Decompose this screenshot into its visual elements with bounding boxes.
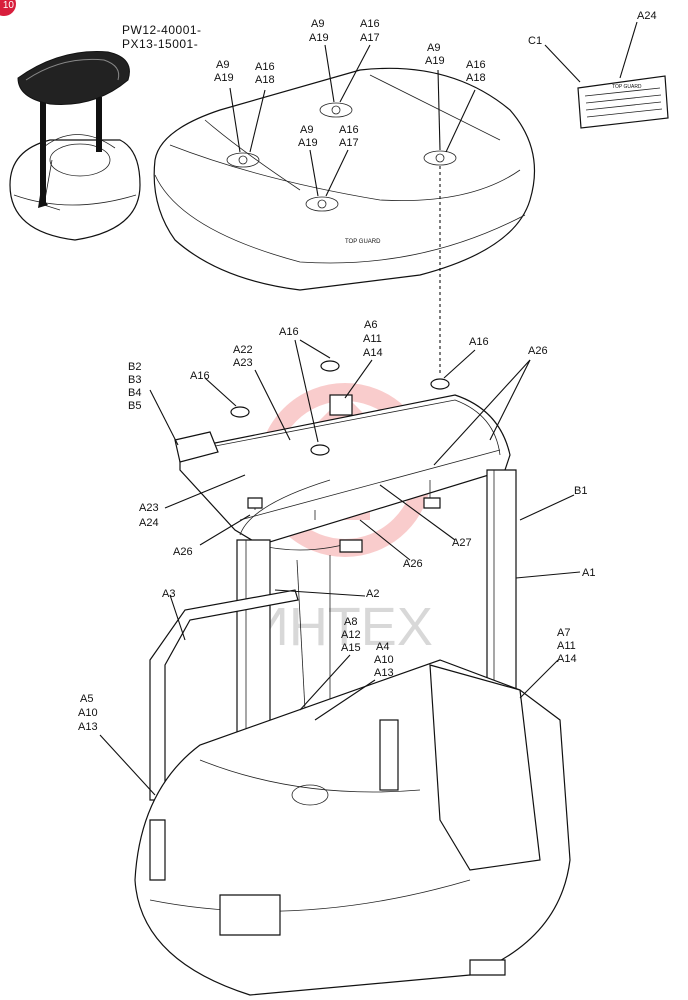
svg-text:A12: A12: [341, 629, 361, 641]
svg-text:A14: A14: [363, 347, 383, 359]
callout-a5-a10-a13: A5 A10 A13: [78, 693, 98, 733]
serial-range-2: PX13-15001-: [122, 37, 198, 51]
svg-text:A19: A19: [298, 137, 318, 149]
svg-text:A9: A9: [311, 18, 324, 30]
callout-a22-a23: A22 A23: [233, 344, 253, 369]
svg-text:A3: A3: [162, 588, 175, 600]
svg-text:A26: A26: [528, 345, 548, 357]
svg-text:A13: A13: [374, 667, 394, 679]
leader-lines: [99, 21, 638, 796]
top-guard-decal: TOP GUARD: [577, 75, 669, 129]
callout-a16-a17-mid: A16 A17: [339, 124, 359, 149]
callout-a2: A2: [366, 588, 379, 600]
callout-a9-a19-left: A9 A19: [214, 59, 234, 84]
svg-text:A11: A11: [363, 333, 382, 345]
svg-text:A16: A16: [255, 61, 275, 73]
callout-a26-left: A26: [173, 546, 193, 558]
svg-text:A8: A8: [344, 616, 357, 628]
svg-text:A11: A11: [557, 640, 576, 652]
svg-text:A17: A17: [339, 137, 359, 149]
svg-text:A9: A9: [300, 124, 313, 136]
svg-text:A13: A13: [78, 721, 98, 733]
callout-c1: C1: [528, 35, 542, 47]
serial-range-1: PW12-40001-: [122, 23, 202, 37]
svg-text:A19: A19: [425, 55, 445, 67]
svg-text:A18: A18: [466, 72, 486, 84]
washer-3: [310, 444, 330, 456]
svg-text:TOP GUARD: TOP GUARD: [345, 239, 381, 245]
svg-text:A16: A16: [469, 336, 489, 348]
svg-text:A10: A10: [78, 707, 98, 719]
callout-a9-a19-mid: A9 A19: [298, 124, 318, 149]
svg-text:A24: A24: [637, 10, 657, 22]
svg-text:A24: A24: [139, 517, 159, 529]
svg-text:A1: A1: [582, 567, 595, 579]
callout-a23-a24: A23 A24: [139, 502, 159, 529]
washer-1: [230, 406, 250, 418]
svg-text:A16: A16: [190, 370, 210, 382]
svg-text:B1: B1: [574, 485, 587, 497]
svg-text:B5: B5: [128, 400, 141, 412]
svg-text:C1: C1: [528, 35, 542, 47]
svg-text:A19: A19: [214, 72, 234, 84]
rear-guard-frame: [174, 394, 511, 553]
svg-text:A6: A6: [364, 319, 377, 331]
washer-4: [430, 378, 450, 390]
svg-text:A15: A15: [341, 642, 361, 654]
svg-text:A17: A17: [360, 32, 380, 44]
callout-a7-a11-a14: A7 A11 A14: [557, 627, 577, 665]
svg-text:A7: A7: [557, 627, 570, 639]
callout-a16-a17-top: A16 A17: [360, 18, 380, 44]
callout-b2-b5: B2 B3 B4 B5: [128, 361, 141, 412]
callout-a26-mid: A26: [403, 558, 423, 570]
svg-text:A9: A9: [427, 42, 440, 54]
svg-text:A16: A16: [339, 124, 359, 136]
callout-a8-a12-a15: A8 A12 A15: [341, 616, 361, 654]
svg-text:B4: B4: [128, 387, 141, 399]
callout-a26-right: A26: [528, 345, 548, 357]
svg-text:B2: B2: [128, 361, 141, 373]
washer-2: [320, 360, 340, 372]
svg-text:A16: A16: [360, 18, 380, 30]
machine-base: [134, 659, 571, 996]
svg-text:A9: A9: [216, 59, 229, 71]
svg-text:A16: A16: [279, 326, 299, 338]
svg-text:A5: A5: [80, 693, 93, 705]
callout-a16-a18-right: A16 A18: [466, 59, 486, 84]
svg-text:A18: A18: [255, 74, 275, 86]
svg-text:A23: A23: [233, 357, 253, 369]
svg-text:A10: A10: [374, 654, 394, 666]
svg-text:A4: A4: [376, 641, 389, 653]
watermark-text: ИНТЕХ: [250, 597, 433, 657]
callout-a4-a10-a13: A4 A10 A13: [374, 641, 394, 679]
svg-text:A23: A23: [139, 502, 159, 514]
svg-text:A2: A2: [366, 588, 379, 600]
callout-a16-right: A16: [469, 336, 489, 348]
svg-text:B3: B3: [128, 374, 141, 386]
svg-text:A22: A22: [233, 344, 253, 356]
callout-a9-a19-top: A9 A19: [309, 18, 329, 44]
callout-a3: A3: [162, 588, 175, 600]
callout-a1: A1: [582, 567, 595, 579]
callout-a27: A27: [452, 537, 472, 549]
callout-a6-a11-a14: A6 A11 A14: [363, 319, 383, 359]
svg-text:A26: A26: [403, 558, 423, 570]
callout-b1: B1: [574, 485, 587, 497]
callout-a9-a19-right: A9 A19: [425, 42, 445, 67]
top-guard-roof: TOP GUARD: [153, 67, 536, 291]
callout-labels: A24 C1 A9 A19 A16 A18 A9 A19 A16 A17 A9 …: [78, 10, 657, 733]
svg-text:A26: A26: [173, 546, 193, 558]
svg-text:A27: A27: [452, 537, 472, 549]
svg-text:A19: A19: [309, 32, 329, 44]
callout-a24-top: A24: [637, 10, 657, 22]
callout-a16-upper: A16: [279, 326, 299, 338]
machine-thumbnail: [9, 51, 141, 241]
decal-title: TOP GUARD: [612, 84, 642, 90]
svg-text:A14: A14: [557, 653, 577, 665]
callout-a16-a18-left: A16 A18: [255, 61, 275, 86]
svg-text:A16: A16: [466, 59, 486, 71]
page-number-badge: 10: [0, 0, 16, 16]
callout-a16-left: A16: [190, 370, 210, 382]
